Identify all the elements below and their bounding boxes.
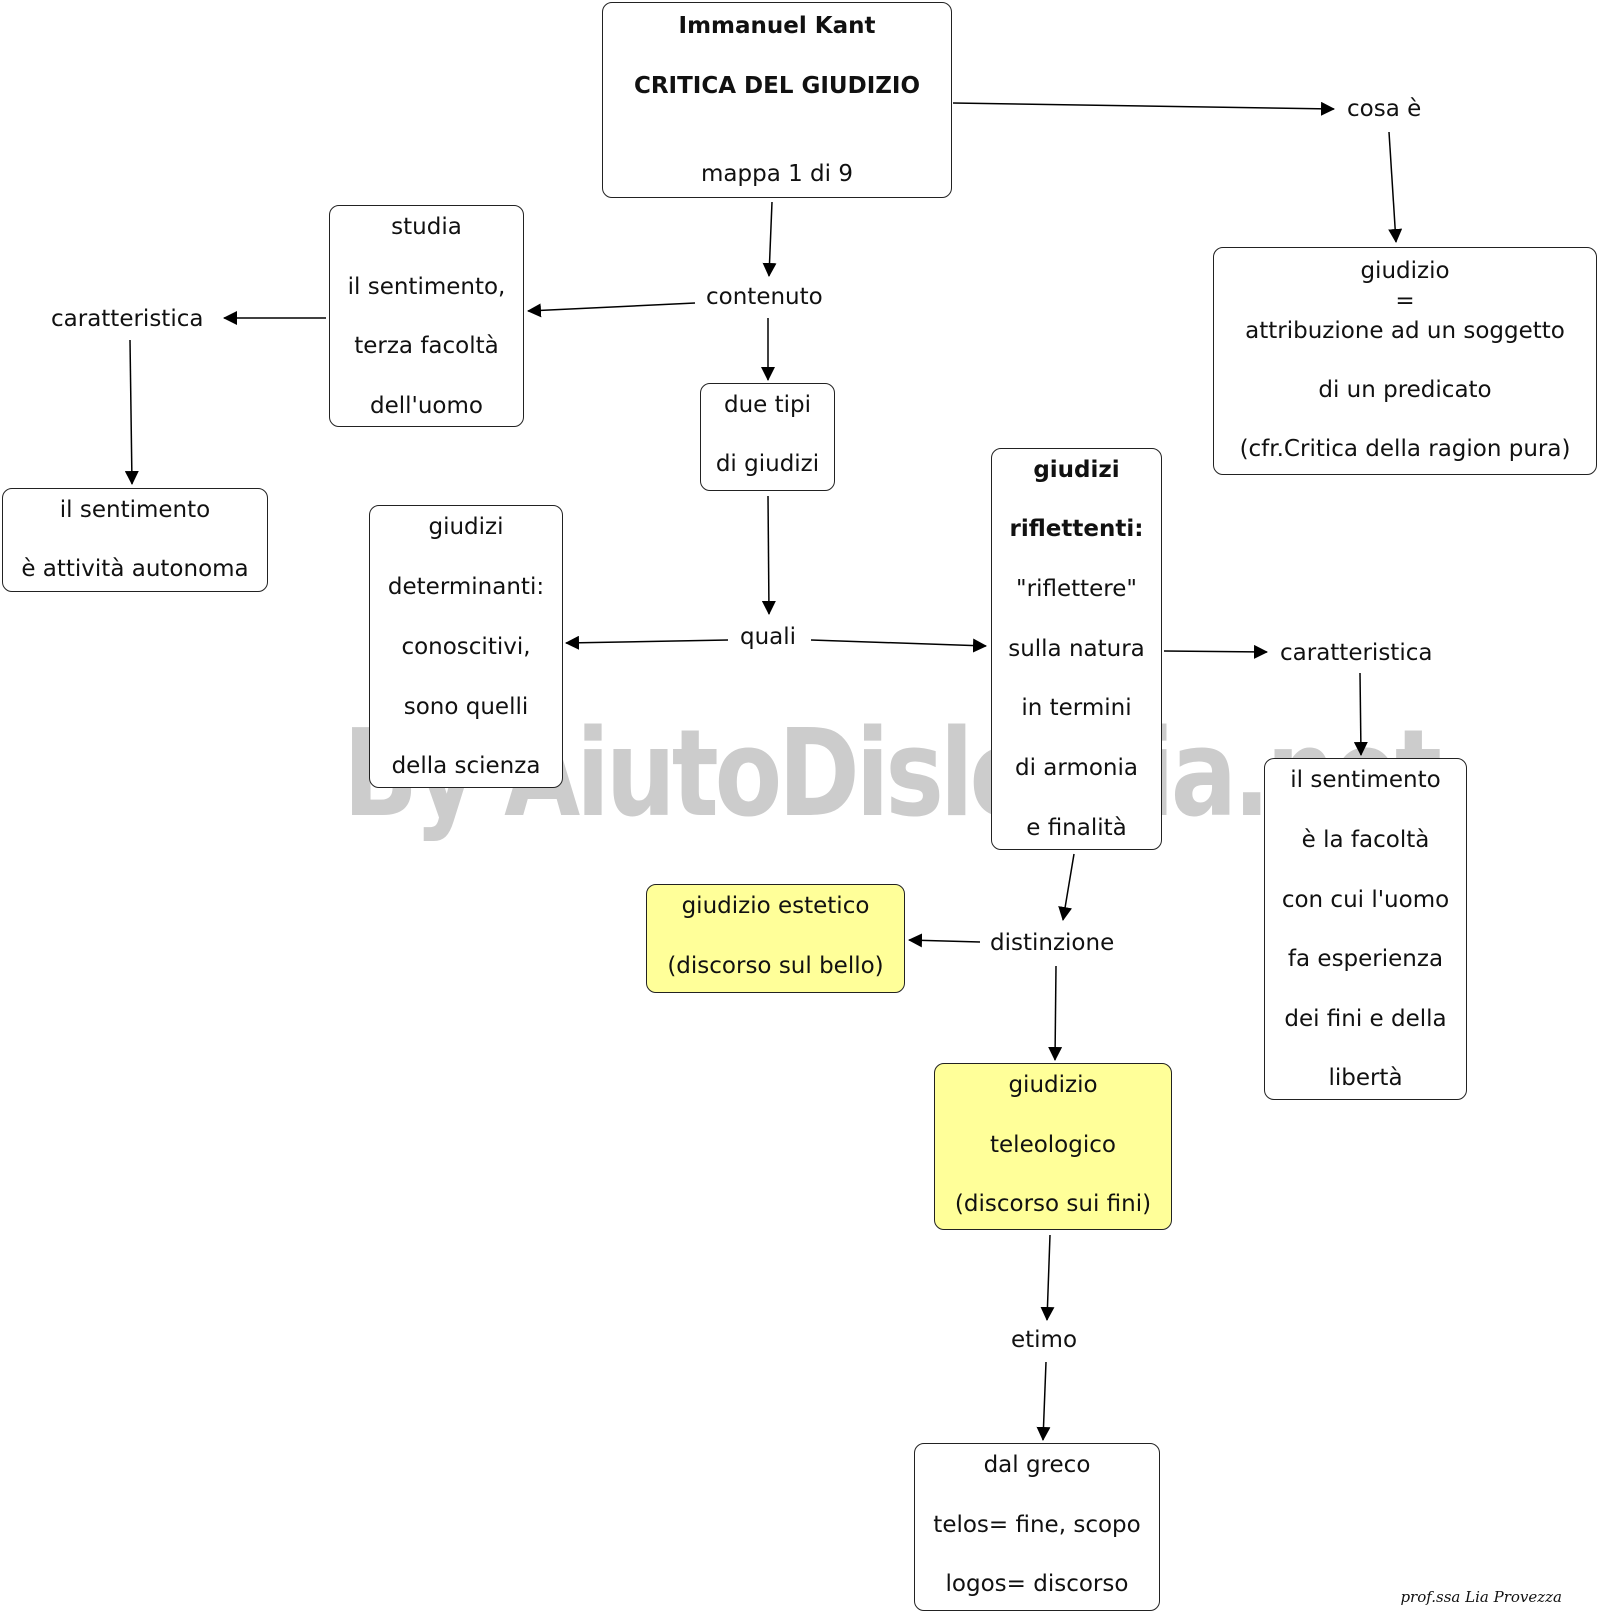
node-line: e finalità — [1026, 815, 1127, 841]
dal-greco-box: dal greco telos= fine, scopo logos= disc… — [914, 1443, 1160, 1611]
link-cosa-e: cosa è — [1343, 96, 1426, 122]
node-line: studia — [391, 214, 462, 240]
node-line: libertà — [1328, 1065, 1403, 1091]
node-line: dell'uomo — [370, 393, 483, 419]
node-line: in termini — [1021, 695, 1132, 721]
node-line: è la facoltà — [1301, 827, 1430, 853]
arrow-caratteristica-to-facolta — [1353, 672, 1368, 756]
author-signature: prof.ssa Lia Provezza — [1400, 1588, 1562, 1606]
arrow-riflettenti-to-caratteristica — [1163, 644, 1268, 659]
node-line: sono quelli — [403, 694, 529, 720]
work-title: CRITICA DEL GIUDIZIO — [633, 73, 921, 99]
node-line: "riflettere" — [1016, 576, 1137, 602]
node-line: riflettenti: — [1009, 516, 1144, 542]
link-etimo: etimo — [1007, 1327, 1082, 1353]
node-line: il sentimento, — [347, 274, 506, 300]
node-line: logos= discorso — [945, 1571, 1129, 1597]
node-line: terza facoltà — [354, 333, 499, 359]
arrow-caratteristica-to-sentimento — [124, 339, 139, 485]
node-line: teleologico — [990, 1132, 1116, 1158]
riflettenti-box: giudizi riflettenti: "riflettere" sulla … — [991, 448, 1162, 850]
title-box: Immanuel Kant CRITICA DEL GIUDIZIO mappa… — [602, 2, 952, 198]
sentimento-autonomo-box: il sentimento è attività autonoma — [2, 488, 268, 592]
arrow-quali-to-riflettenti — [810, 638, 987, 653]
node-line: dei fini e della — [1284, 1006, 1447, 1032]
due-tipi-box: due tipi di giudizi — [700, 383, 835, 491]
link-distinzione: distinzione — [986, 930, 1119, 956]
node-line: due tipi — [723, 392, 812, 418]
node-line: il sentimento — [1290, 767, 1441, 793]
node-line: della scienza — [391, 753, 541, 779]
node-line: con cui l'uomo — [1281, 887, 1450, 913]
node-line: (discorso sui fini) — [954, 1191, 1152, 1217]
author-name: Immanuel Kant — [678, 13, 876, 39]
node-line: di un predicato — [1318, 377, 1492, 403]
node-line: sulla natura — [1008, 636, 1145, 662]
giudizio-definition-box: giudizio = attribuzione ad un soggetto d… — [1213, 247, 1597, 475]
node-line: giudizio — [1008, 1072, 1098, 1098]
node-line: di giudizi — [715, 451, 820, 477]
node-line: (discorso sul bello) — [667, 953, 884, 979]
node-line: = — [1395, 288, 1415, 314]
node-line: è attività autonoma — [21, 556, 249, 582]
node-line: giudizio estetico — [681, 893, 870, 919]
map-number: mappa 1 di 9 — [701, 161, 853, 187]
arrow-quali-to-determinanti — [565, 635, 729, 650]
giudizio-estetico-box: giudizio estetico (discorso sul bello) — [646, 884, 905, 993]
node-line: conoscitivi, — [401, 634, 531, 660]
link-caratteristica-left: caratteristica — [47, 306, 208, 332]
node-line: il sentimento — [59, 497, 211, 523]
link-caratteristica-right: caratteristica — [1276, 640, 1437, 666]
studia-box: studia il sentimento, terza facoltà dell… — [329, 205, 524, 427]
arrow-duetipi-to-quali — [761, 495, 776, 615]
arrow-teleologico-to-etimo — [1040, 1234, 1055, 1321]
node-line: determinanti: — [387, 574, 545, 600]
node-line: dal greco — [983, 1452, 1091, 1478]
arrow-distinzione-to-estetico — [908, 933, 981, 948]
arrow-contenuto-to-studia — [527, 302, 696, 318]
node-line: fa esperienza — [1287, 946, 1444, 972]
node-line: attribuzione ad un soggetto — [1245, 318, 1565, 344]
sentimento-facolta-box: il sentimento è la facoltà con cui l'uom… — [1264, 758, 1467, 1100]
node-line: di armonia — [1015, 755, 1138, 781]
arrow-cosa-to-giudizio — [1388, 131, 1403, 243]
node-line: telos= fine, scopo — [933, 1512, 1141, 1538]
giudizio-teleologico-box: giudizio teleologico (discorso sui fini) — [934, 1063, 1172, 1230]
node-line: (cfr.Critica della ragion pura) — [1239, 436, 1571, 462]
determinanti-box: giudizi determinanti: conoscitivi, sono … — [369, 505, 563, 788]
arrow-riflettenti-to-distinzione — [1058, 853, 1075, 921]
link-contenuto: contenuto — [702, 284, 827, 310]
node-line: giudizi — [1033, 457, 1120, 483]
node-line: giudizi — [428, 514, 504, 540]
arrow-title-to-cosa — [952, 101, 1335, 116]
node-line: giudizio — [1360, 258, 1450, 284]
arrow-distinzione-to-teleologico — [1048, 965, 1063, 1061]
arrow-title-to-contenuto — [762, 201, 777, 277]
arrow-etimo-to-greco — [1036, 1361, 1051, 1441]
link-quali: quali — [736, 624, 801, 650]
